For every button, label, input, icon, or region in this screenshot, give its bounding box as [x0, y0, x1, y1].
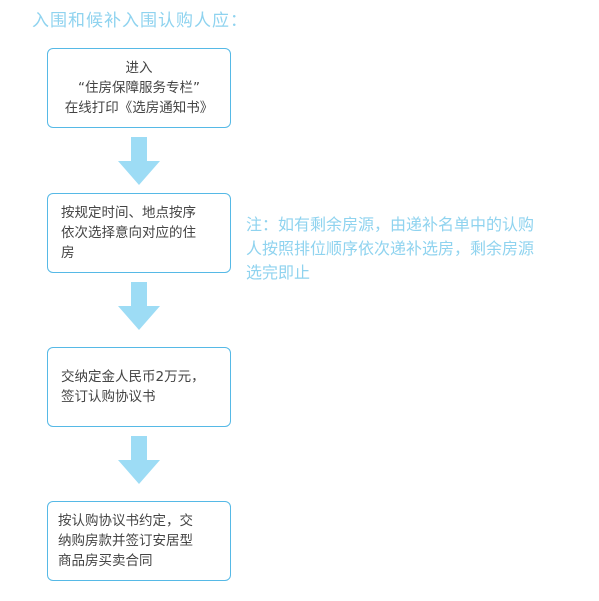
flow-step-1: 进入 “住房保障服务专栏” 在线打印《选房通知书》 — [47, 48, 231, 128]
step-4-line-3: 商品房买卖合同 — [58, 553, 153, 569]
page-heading: 入围和候补入围认购人应： — [32, 11, 248, 31]
down-arrow-icon — [118, 436, 160, 484]
step-1-line-3: 在线打印《选房通知书》 — [64, 100, 214, 116]
flow-step-2: 按规定时间、地点按序 依次选择意向对应的住 房 — [47, 193, 231, 273]
step-1-line-1: 进入 — [125, 60, 153, 76]
flow-note: 注：如有剩余房源，由递补名单中的认购 人按照排位顺序依次递补选房，剩余房源 选完… — [246, 213, 534, 285]
note-line-3: 选完即止 — [246, 263, 311, 282]
note-line-1: 注：如有剩余房源，由递补名单中的认购 — [246, 215, 535, 234]
step-3-line-1: 交纳定金人民币2万元， — [61, 369, 205, 385]
step-4-line-1: 按认购协议书约定，交 — [58, 513, 193, 529]
flow-step-4: 按认购协议书约定，交 纳购房款并签订安居型 商品房买卖合同 — [47, 501, 231, 581]
step-2-line-1: 按规定时间、地点按序 — [61, 205, 196, 221]
step-1-line-2: “住房保障服务专栏” — [78, 80, 200, 96]
flow-step-3: 交纳定金人民币2万元， 签订认购协议书 — [47, 347, 231, 427]
step-4-line-2: 纳购房款并签订安居型 — [58, 533, 193, 549]
down-arrow-icon — [118, 282, 160, 330]
note-line-2: 人按照排位顺序依次递补选房，剩余房源 — [246, 239, 535, 258]
step-3-line-2: 签订认购协议书 — [61, 389, 156, 405]
down-arrow-icon — [118, 137, 160, 185]
step-2-line-3: 房 — [61, 245, 75, 261]
step-2-line-2: 依次选择意向对应的住 — [61, 225, 196, 241]
